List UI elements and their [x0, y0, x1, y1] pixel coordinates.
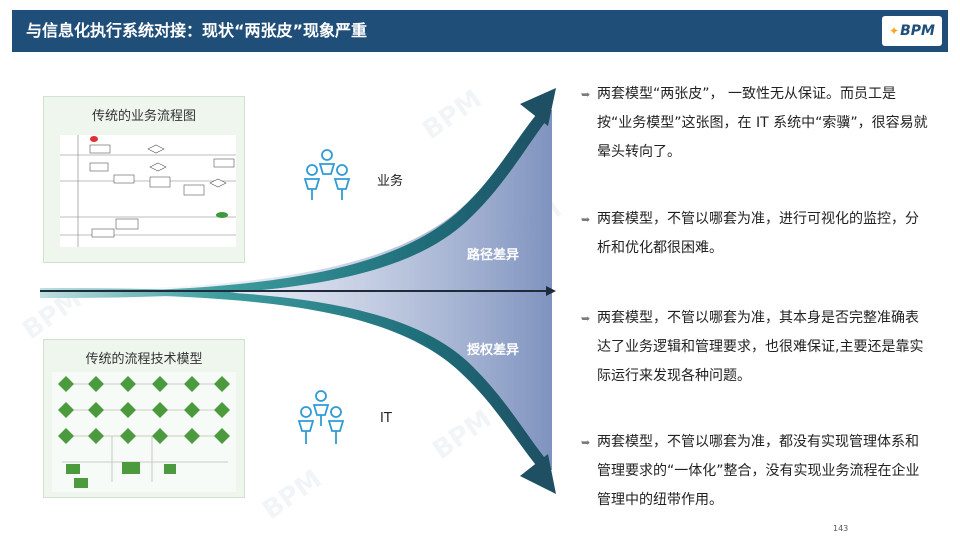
- it-arrowhead: [520, 454, 556, 494]
- bullet-item: ➥ 两套模型，不管以哪套为准，都没有实现管理体系和管理要求的“一体化”整合，没有…: [581, 428, 928, 515]
- it-curve: [40, 288, 548, 470]
- auth-diff-label: 授权差异: [467, 343, 520, 358]
- business-flow-chart: [60, 135, 236, 247]
- bullet-arrow-icon: ➥: [581, 436, 591, 449]
- business-flow-title: 传统的业务流程图: [91, 109, 196, 124]
- tech-model-chart: [52, 372, 236, 492]
- it-label: IT: [380, 411, 392, 426]
- bullet-text: 两套模型，不管以哪套为准，都没有实现管理体系和管理要求的“一体化”整合，没有实现…: [597, 434, 920, 508]
- center-arrowhead: [546, 286, 556, 296]
- path-diff-label: 路径差异: [467, 248, 520, 263]
- business-label: 业务: [377, 174, 404, 189]
- bullet-item: ➥ 两套模型“两张皮”， 一致性无从保证。而员工是按“业务模型”这张图，在 IT…: [581, 80, 928, 167]
- tech-model-thumbnail: 传统的流程技术模型: [43, 339, 245, 498]
- business-curve: [40, 110, 548, 298]
- tech-model-svg: [58, 376, 230, 488]
- logo-text: BPM: [900, 23, 935, 39]
- bullet-arrow-icon: ➥: [581, 88, 591, 101]
- bullet-text: 两套模型，不管以哪套为准，进行可视化的监控，分析和优化都很困难。: [597, 211, 919, 256]
- page-title: 与信息化执行系统对接：现状“两张皮”现象严重: [26, 21, 368, 40]
- bullet-text: 两套模型“两张皮”， 一致性无从保证。而员工是按“业务模型”这张图，在 IT 系…: [597, 86, 928, 160]
- bullet-arrow-icon: ➥: [581, 213, 591, 226]
- header-bar: 与信息化执行系统对接：现状“两张皮”现象严重 ✦BPM: [12, 10, 948, 52]
- page-number: 143: [833, 524, 849, 533]
- bpm-logo: ✦BPM: [882, 16, 942, 46]
- business-arrowhead: [520, 88, 556, 126]
- business-flow-svg: [60, 135, 236, 247]
- bullet-item: ➥ 两套模型，不管以哪套为准，其本身是否完整准确表达了业务逻辑和管理要求，也很难…: [581, 304, 928, 391]
- bullet-item: ➥ 两套模型，不管以哪套为准，进行可视化的监控，分析和优化都很困难。: [581, 205, 928, 263]
- tech-model-title: 传统的流程技术模型: [85, 352, 203, 367]
- it-people-icon: [297, 390, 345, 444]
- bullet-arrow-icon: ➥: [581, 312, 591, 325]
- business-people-icon: [303, 149, 351, 200]
- bullet-text: 两套模型，不管以哪套为准，其本身是否完整准确表达了业务逻辑和管理要求，也很难保证…: [597, 310, 924, 384]
- business-flow-thumbnail: 传统的业务流程图: [43, 96, 245, 263]
- logo-spark-icon: ✦: [889, 24, 900, 38]
